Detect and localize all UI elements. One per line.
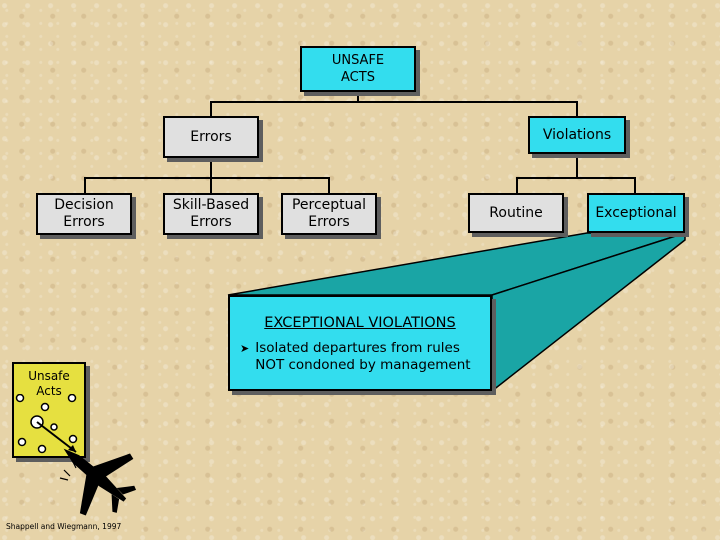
holes-icon	[15, 394, 78, 454]
skill-line1: Skill-Based	[172, 197, 250, 213]
violations-bar	[516, 177, 636, 179]
exceptional-node: Exceptional	[587, 193, 685, 233]
root-line1: UNSAFE	[331, 53, 385, 68]
perceptual-stem	[328, 177, 330, 193]
errors-label: Errors	[190, 128, 232, 145]
unsafe-acts-inset: Unsafe Acts	[12, 362, 86, 458]
unsafe-acts-node: UNSAFE ACTS	[300, 46, 416, 92]
perceptual-line1: Perceptual	[291, 197, 367, 213]
bullet-line2: NOT condoned by management	[255, 357, 471, 373]
violations-drop	[576, 154, 578, 178]
skill-line2: Errors	[190, 214, 232, 230]
bullet-line1: Isolated departures from rules	[255, 340, 460, 356]
level1-bar	[210, 101, 578, 103]
decision-stem	[84, 177, 86, 193]
errors-drop	[210, 158, 212, 178]
exceptional-violations-callout: EXCEPTIONAL VIOLATIONS ➤ Isolated depart…	[228, 295, 492, 391]
root-line2: ACTS	[341, 70, 375, 85]
inset-line1: Unsafe	[28, 369, 70, 383]
errors-bar	[84, 177, 330, 179]
exceptional-stem	[634, 177, 636, 193]
perceptual-line2: Errors	[308, 214, 350, 230]
violations-label: Violations	[542, 126, 612, 143]
decision-line1: Decision	[54, 197, 114, 213]
errors-stem	[210, 101, 212, 116]
callout-title: EXCEPTIONAL VIOLATIONS	[264, 315, 456, 331]
routine-stem	[516, 177, 518, 193]
inset-line2: Acts	[36, 384, 62, 398]
skill-stem	[210, 177, 212, 193]
errors-node: Errors	[163, 116, 259, 158]
decision-line2: Errors	[63, 214, 105, 230]
exceptional-label: Exceptional	[595, 204, 677, 221]
citation: Shappell and Wiegmann, 1997	[6, 522, 122, 531]
crashing-jet-icon	[59, 448, 137, 516]
bullet-arrow-icon: ➤	[240, 342, 250, 355]
violations-stem	[576, 101, 578, 116]
root-connector	[357, 92, 359, 102]
routine-label: Routine	[489, 204, 543, 221]
violations-node: Violations	[528, 116, 626, 154]
routine-node: Routine	[468, 193, 564, 233]
